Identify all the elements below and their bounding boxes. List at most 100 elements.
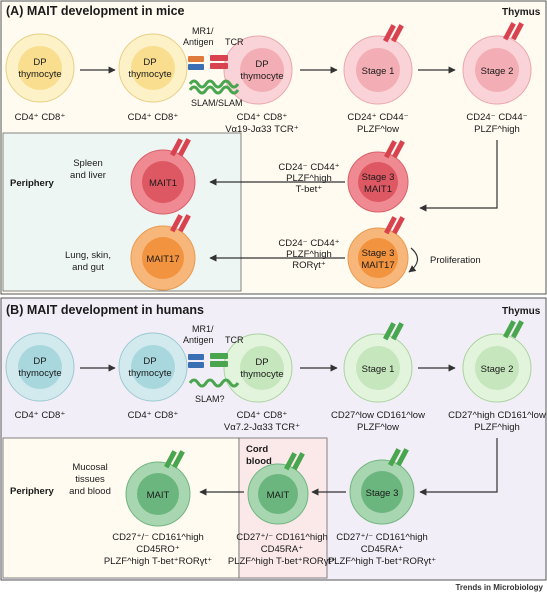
cell-a-mait17: MAIT17 xyxy=(130,214,196,291)
label-b-stage3-line1: CD27⁺/⁻ CD161^high xyxy=(336,532,428,543)
label-a-proliferation: Proliferation xyxy=(430,255,481,266)
panel-b-cord-line1: Cord xyxy=(246,444,268,455)
cell-a-dp3: DP thymocyte xyxy=(223,35,293,105)
label-a-dp1: CD4⁺ CD8⁺ xyxy=(15,112,66,123)
cell-b-mait-cord: MAIT xyxy=(247,452,309,525)
cell-a-stage1-text: Stage 1 xyxy=(362,66,395,77)
label-b-periph-line3: PLZF^high T-bet⁺RORγt⁺ xyxy=(104,556,212,567)
panel-a-thymus-label: Thymus xyxy=(502,7,541,18)
label-b-mucosal-line1: Mucosal xyxy=(72,462,107,473)
label-a-mait17-line1: CD24⁻ CD44⁺ xyxy=(278,238,339,249)
cell-a-stage3-mait1-line2: MAIT1 xyxy=(364,184,392,195)
label-b-stage2-line2: PLZF^high xyxy=(474,422,520,433)
cell-b-stage1: Stage 1 xyxy=(343,322,413,403)
label-a-stage1-line1: CD24⁺ CD44⁻ xyxy=(347,112,408,123)
label-a-mait1-line2: PLZF^high xyxy=(286,173,332,184)
label-a-dp3-line1: CD4⁺ CD8⁺ xyxy=(237,112,288,123)
cell-b-stage3-text: Stage 3 xyxy=(366,488,399,499)
cell-a-dp3-line1: DP xyxy=(255,59,268,70)
label-a-lung-line1: Lung, skin, xyxy=(65,250,111,261)
mr1-a-line1: MR1/ xyxy=(192,26,214,36)
cell-a-stage3-mait1: Stage 3 MAIT1 xyxy=(347,140,409,213)
label-b-periph-line1: CD27⁺/⁻ CD161^high xyxy=(112,532,204,543)
cell-b-stage2: Stage 2 xyxy=(462,320,532,403)
panel-b-thymus-label: Thymus xyxy=(502,306,541,317)
cell-b-mait-periph-text: MAIT xyxy=(147,490,170,501)
cell-a-stage3-mait1-line1: Stage 3 xyxy=(362,172,395,183)
panel-b-cord-line2: blood xyxy=(246,456,272,467)
label-a-mait1-line3: T-bet⁺ xyxy=(296,184,323,195)
panel-b-periphery-label: Periphery xyxy=(10,486,55,497)
panel-b-title: (B) MAIT development in humans xyxy=(6,303,204,317)
label-a-mait17-line3: RORγt⁺ xyxy=(292,260,326,271)
mr1-b-line2: Antigen xyxy=(183,335,214,345)
slam-b-label: SLAM? xyxy=(195,394,225,404)
cell-a-stage3-mait17-line2: MAIT17 xyxy=(361,260,394,271)
cell-b-mait-cord-text: MAIT xyxy=(267,490,290,501)
label-a-stage2-line2: PLZF^high xyxy=(474,124,520,135)
cell-a-mait17-text: MAIT17 xyxy=(146,254,179,265)
cell-b-dp3-line2: thymocyte xyxy=(240,369,283,380)
mr1-a-line2: Antigen xyxy=(183,37,214,47)
mr1-b-line1: MR1/ xyxy=(192,324,214,334)
label-b-stage1-line1: CD27^low CD161^low xyxy=(331,410,425,421)
slam-a-label: SLAM/SLAM xyxy=(191,98,243,108)
label-b-stage1-line2: PLZF^low xyxy=(357,422,399,433)
label-a-mait17-line2: PLZF^high xyxy=(286,249,332,260)
cell-b-mait-periph: MAIT xyxy=(125,450,191,527)
label-b-stage2-line1: CD27^high CD161^low xyxy=(448,410,546,421)
cell-a-stage2: Stage 2 xyxy=(462,22,532,105)
cell-b-dp3: DP thymocyte xyxy=(223,333,293,403)
cell-b-dp1-line1: DP xyxy=(33,356,46,367)
arrow-a-4 xyxy=(419,140,498,212)
cell-a-dp1-line2: thymocyte xyxy=(18,69,61,80)
tcr-b-label: TCR xyxy=(225,335,244,345)
arrow-a-proliferation xyxy=(408,247,419,273)
label-a-stage1-line2: PLZF^low xyxy=(357,124,399,135)
cell-b-dp1-line2: thymocyte xyxy=(18,368,61,379)
tcr-a-label: TCR xyxy=(225,37,244,47)
cell-a-dp1: DP thymocyte xyxy=(5,33,75,103)
cell-a-dp2: DP thymocyte xyxy=(118,33,188,103)
cell-b-dp1: DP thymocyte xyxy=(5,332,75,402)
cell-a-dp1-line1: DP xyxy=(33,57,46,68)
cell-a-stage1: Stage 1 xyxy=(343,24,413,105)
label-a-lung-line2: and gut xyxy=(72,262,104,273)
footer-journal: Trends in Microbiology xyxy=(455,583,543,592)
panel-a-title: (A) MAIT development in mice xyxy=(6,4,185,18)
cell-a-stage3-mait17: Stage 3 MAIT17 xyxy=(347,216,409,289)
label-b-cord-line1: CD27⁺/⁻ CD161^high xyxy=(236,532,328,543)
panel-a-periphery-box xyxy=(2,132,242,292)
label-a-spleen-line1: Spleen xyxy=(73,158,103,169)
cell-a-dp3-line2: thymocyte xyxy=(240,71,283,82)
cell-a-mait1: MAIT1 xyxy=(130,138,196,215)
label-b-stage3-line3: PLZF^high T-bet⁺RORγt⁺ xyxy=(328,556,436,567)
label-b-dp2: CD4⁺ CD8⁺ xyxy=(128,410,179,421)
interaction-a xyxy=(188,55,240,95)
panel-b-periphery-box xyxy=(2,437,240,579)
label-a-dp2: CD4⁺ CD8⁺ xyxy=(128,112,179,123)
label-b-dp3-line1: CD4⁺ CD8⁺ xyxy=(237,410,288,421)
cell-b-dp2-line1: DP xyxy=(143,356,156,367)
label-a-spleen-line2: and liver xyxy=(70,170,106,181)
label-b-cord-line2: CD45RA⁺ xyxy=(261,544,304,555)
cell-b-stage2-text: Stage 2 xyxy=(481,364,514,375)
cell-b-dp3-line1: DP xyxy=(255,357,268,368)
cell-b-stage1-text: Stage 1 xyxy=(362,364,395,375)
label-b-dp1: CD4⁺ CD8⁺ xyxy=(15,410,66,421)
cell-a-dp2-line1: DP xyxy=(143,57,156,68)
label-a-dp3-line2: Vα19-Jα33 TCR⁺ xyxy=(225,124,299,135)
label-b-mucosal-line2: tissues xyxy=(75,474,105,485)
label-b-dp3-line2: Vα7.2-Jα33 TCR⁺ xyxy=(224,422,300,433)
cell-a-dp2-line2: thymocyte xyxy=(128,69,171,80)
cell-a-stage3-mait17-line1: Stage 3 xyxy=(362,248,395,259)
interaction-b xyxy=(188,353,240,388)
cell-a-mait1-text: MAIT1 xyxy=(149,178,177,189)
label-b-stage3-line2: CD45RA⁺ xyxy=(361,544,404,555)
label-a-mait1-line1: CD24⁻ CD44⁺ xyxy=(278,162,339,173)
cell-b-stage3: Stage 3 xyxy=(349,448,415,525)
label-a-stage2-line1: CD24⁻ CD44⁻ xyxy=(466,112,527,123)
label-b-periph-line2: CD45RO⁺ xyxy=(136,544,180,555)
cell-b-dp2: DP thymocyte xyxy=(118,332,188,402)
